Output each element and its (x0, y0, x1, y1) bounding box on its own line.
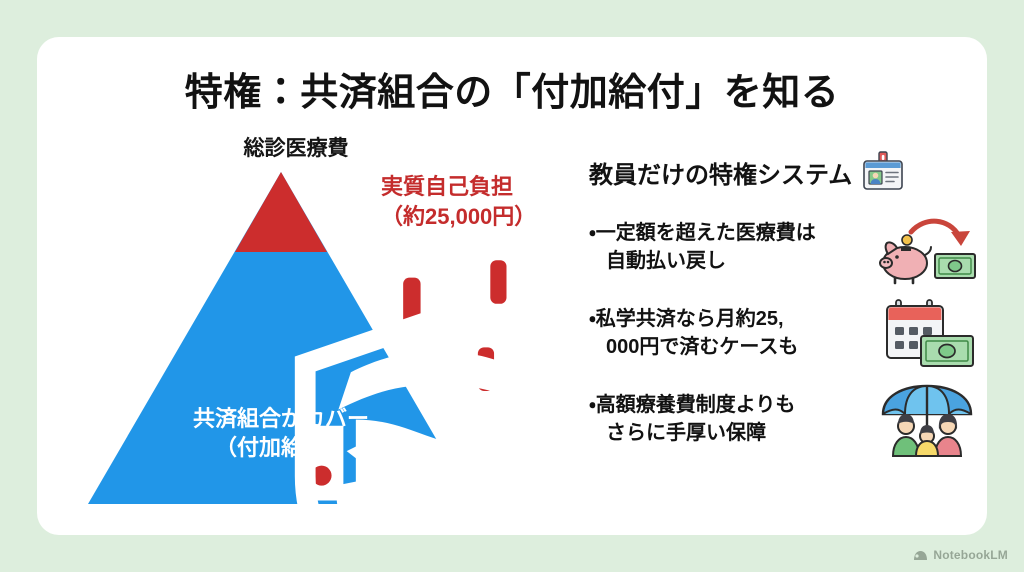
hand-with-coins-icon (250, 210, 570, 518)
notebooklm-watermark-label: NotebookLM (933, 548, 1008, 562)
benefit-text-2: ・私学共済なら月約25, 000円で済むケースも (589, 306, 857, 361)
benefit-3-line1: ・高額療養費制度よりも (589, 394, 796, 417)
self-burden-note-line2: （約25,000円） (381, 204, 537, 230)
benefit-2-line1: ・私学共済なら月約25, (589, 308, 784, 331)
pyramid-base-label-line2: （付加給付） (214, 435, 347, 461)
pyramid-shape: 共済組合がカバー （付加給付） (88, 172, 582, 535)
piggy-bank-arrow-money-icon (875, 210, 979, 286)
benefit-1-line2: 自動払い戻し (606, 250, 726, 272)
list-item: ・一定額を超えた医療費は 自動払い戻し (589, 209, 979, 287)
list-item: ・高額療養費制度よりも さらに手厚い保障 (589, 381, 979, 459)
notebooklm-logo-icon (913, 549, 928, 562)
benefits-heading-text: 教員だけの特権システム (589, 161, 853, 189)
family-umbrella-icon (875, 382, 979, 458)
list-item: ・私学共済なら月約25, 000円で済むケースも (589, 295, 979, 373)
benefits-panel: 教員だけの特権システム (589, 149, 979, 519)
notebooklm-watermark: NotebookLM (913, 548, 1008, 562)
benefit-1-line1: ・一定額を超えた医療費は (589, 222, 816, 245)
benefit-text-3: ・高額療養費制度よりも さらに手厚い保障 (589, 392, 857, 447)
benefit-text-1: ・一定額を超えた医療費は 自動払い戻し (589, 220, 857, 275)
benefits-heading: 教員だけの特権システム (589, 149, 979, 195)
benefit-3-line2: さらに手厚い保障 (606, 422, 766, 444)
page-title: 特権：共済組合の「付加給付」を知る (184, 72, 840, 114)
pyramid-base-label: 共済組合がカバー （付加給付） (131, 404, 431, 462)
pyramid-diagram: 総診医療費 実質自己負担 （約25,000円） (51, 132, 582, 535)
slide-card: 特権：共済組合の「付加給付」を知る 総診医療費 実質自己負担 （約25,000円… (37, 37, 987, 535)
id-badge-icon (861, 151, 905, 193)
pyramid-base-label-line1: 共済組合がカバー (192, 406, 369, 431)
shield-handshake-icon (245, 310, 582, 535)
benefit-2-line2: 000円で済むケースも (606, 336, 799, 358)
benefits-list: ・一定額を超えた医療費は 自動払い戻し (589, 209, 979, 459)
calendar-money-icon (875, 296, 979, 372)
self-burden-note: 実質自己負担 （約25,000円） (381, 172, 571, 233)
pyramid-top-label: 総診医療費 (243, 137, 349, 160)
self-burden-note-line1: 実質自己負担 (381, 174, 514, 199)
